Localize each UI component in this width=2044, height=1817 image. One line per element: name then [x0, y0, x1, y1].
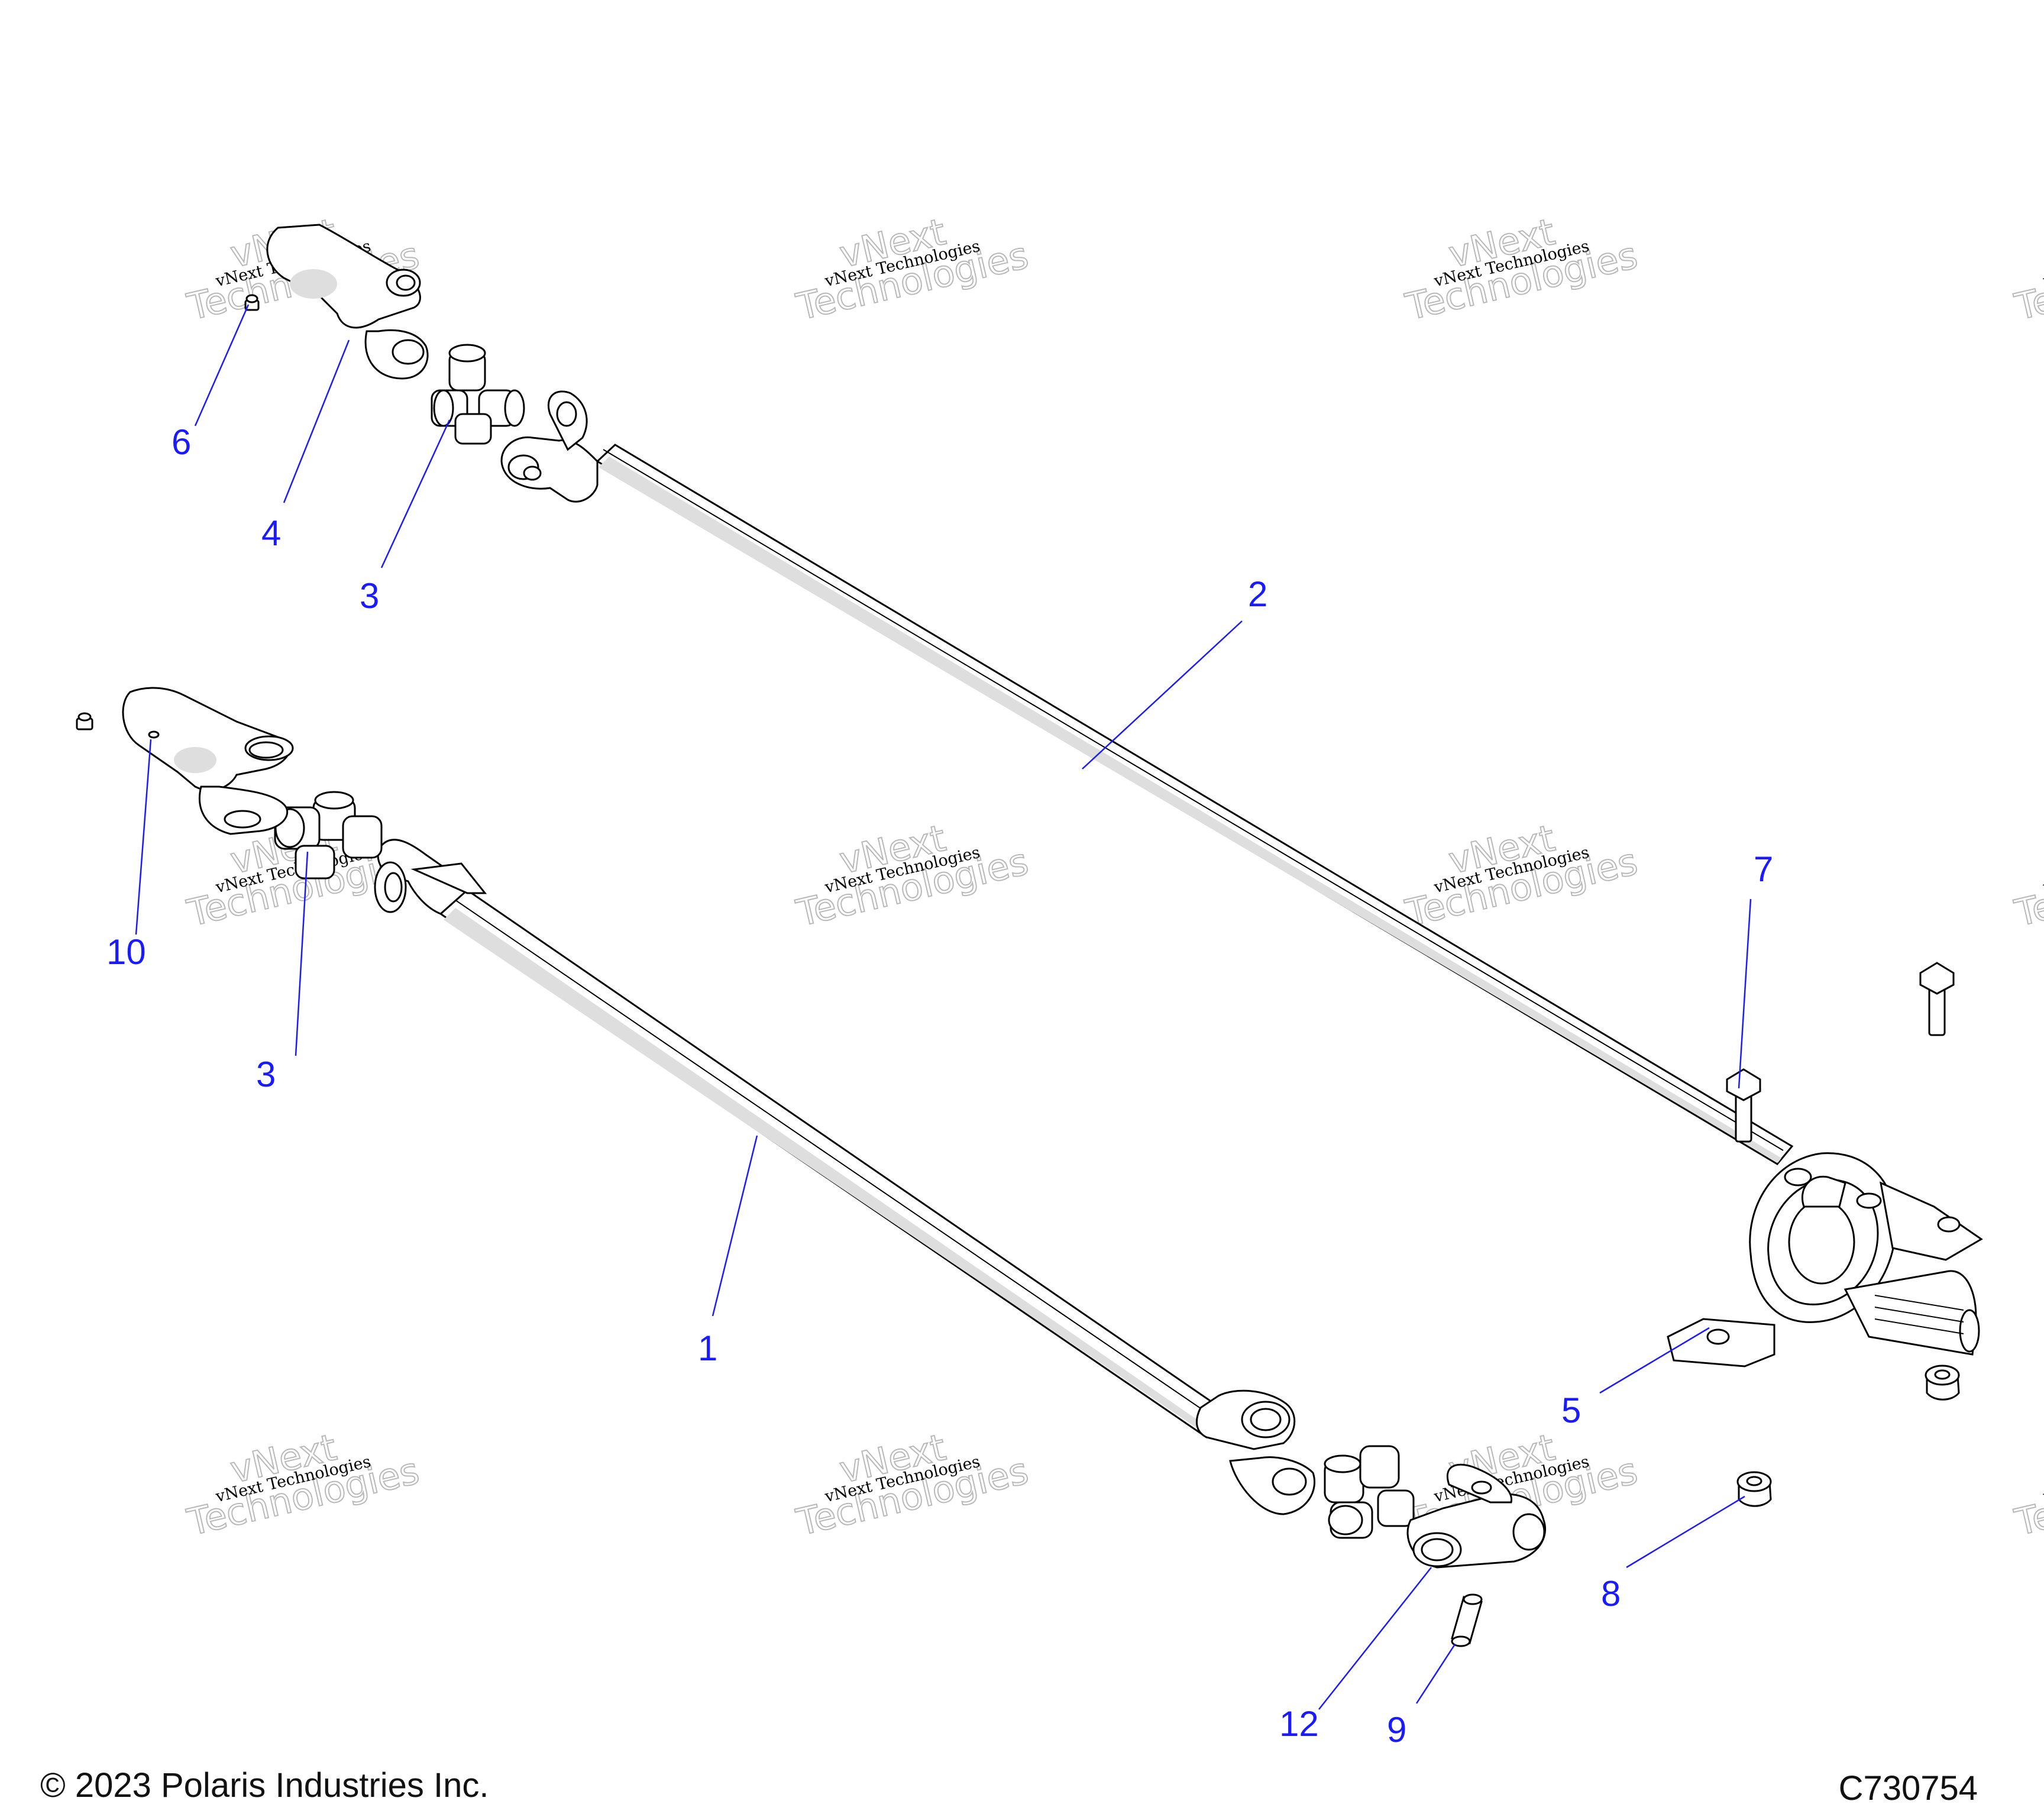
grease-fitting-front — [76, 712, 93, 730]
u-joint-front-top — [274, 791, 383, 880]
callout-1: 1 — [698, 1328, 717, 1368]
u-joint-front-bottom — [1324, 1445, 1415, 1539]
callout-2: 2 — [1248, 574, 1267, 614]
leader-lines — [135, 304, 1752, 1710]
watermark-line2: Technologies — [2011, 234, 2044, 329]
flange-nut-1 — [1925, 1365, 1960, 1401]
slip-yoke-rear — [266, 224, 429, 380]
callout-12: 12 — [1279, 1704, 1319, 1744]
prop-shaft-front — [374, 839, 1316, 1515]
callout-7: 7 — [1754, 849, 1773, 889]
callout-4: 4 — [261, 513, 281, 553]
callout-9: 9 — [1387, 1710, 1406, 1750]
grease-fitting-top — [244, 294, 260, 311]
callout-8: 8 — [1601, 1574, 1621, 1614]
u-joint-rear — [431, 344, 525, 445]
drawing-number: C730754 — [1838, 1769, 1978, 1808]
callout-3-rear: 3 — [360, 576, 379, 616]
flange-bolt-1 — [1726, 1068, 1761, 1143]
callout-labels: 1 2 3 3 4 5 6 7 8 9 10 12 — [106, 422, 1773, 1750]
prop-shaft-rear — [500, 390, 1983, 1367]
callout-6: 6 — [172, 422, 191, 462]
yoke-front-bottom — [1406, 1463, 1547, 1569]
callout-3-front: 3 — [256, 1055, 276, 1094]
callout-10: 10 — [106, 932, 146, 972]
watermark-line2: Technologies — [2011, 1449, 2044, 1544]
roll-pin — [1451, 1593, 1483, 1647]
watermark-line2: Technologies — [2011, 840, 2044, 935]
slip-yoke-front — [122, 687, 294, 835]
copyright-notice: © 2023 Polaris Industries Inc. — [40, 1766, 489, 1805]
flange-nut-2 — [1736, 1471, 1772, 1507]
callout-5: 5 — [1561, 1391, 1581, 1430]
flange-bolt-2 — [1919, 962, 1955, 1036]
